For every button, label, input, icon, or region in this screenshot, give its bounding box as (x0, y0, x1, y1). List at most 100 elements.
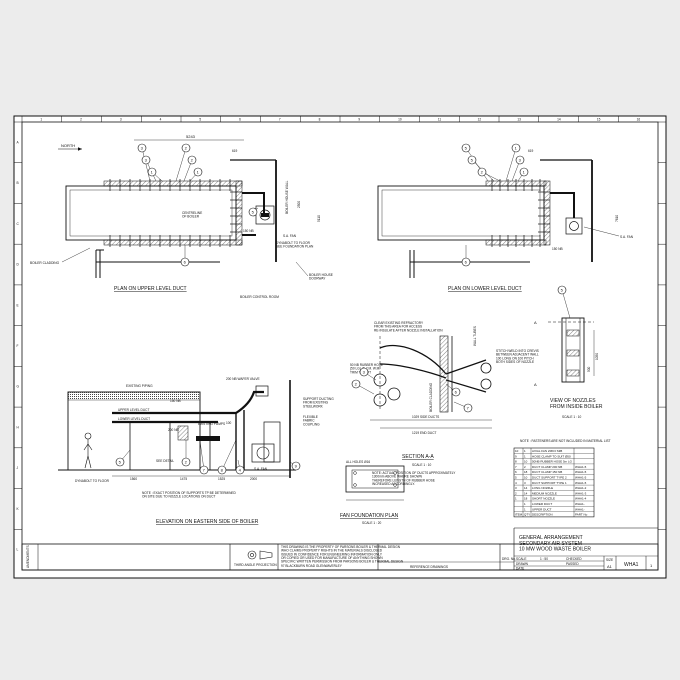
bom-cell: WHA1-2 (575, 486, 587, 490)
section-scale: SCALE 1 : 10 (412, 463, 432, 467)
upper-level-duct-label: UPPER LEVEL DUCT (118, 408, 149, 412)
dim-2500: 2500 (297, 201, 301, 208)
callout-number: 5 (119, 460, 122, 465)
date-label: DATE (516, 567, 524, 571)
grid-ref-left: C (17, 222, 20, 226)
bom-cell: WHA1-4 (575, 497, 587, 501)
bom-cell: HOSE CLAMP TO SUIT Ø50 (532, 454, 571, 458)
grid-ref-top: 5 (199, 118, 201, 122)
callout-number: 3 (145, 158, 148, 163)
bom-cell: 1 (524, 502, 526, 506)
material-note: NOTE : FASTENERS ARE NOT INCLUDED IN MAT… (520, 439, 611, 443)
bom-cell: 5 (515, 476, 517, 480)
grid-ref-top: 6 (239, 118, 241, 122)
grid-ref-top: 2 (80, 118, 82, 122)
callout-number: 7 (467, 406, 470, 411)
bom-cell: LOWER DUCT (532, 502, 552, 506)
dynabolt-label-b: DYNABOLT TO FLOOR (75, 479, 110, 483)
grid-ref-top: 12 (478, 118, 482, 122)
bom-cell: 50NB RUBBER HOSE 5m LG (532, 460, 573, 464)
scale-value: 1 : 50 (540, 557, 548, 561)
grid-ref-left: K (17, 507, 20, 511)
callout-number: 8 (221, 468, 224, 473)
plan-upper-title: PLAN ON UPPER LEVEL DUCT (114, 286, 187, 292)
callout-number: 1 (197, 170, 200, 175)
bom-cell: 1 (524, 454, 526, 458)
callout-number: 4 (239, 468, 242, 473)
grid-ref-left: B (17, 181, 19, 185)
projection-label: THIRD ANGLE PROJECTION (234, 563, 277, 567)
callout-number: 6 (455, 390, 458, 395)
bom-cell: 1 (524, 449, 526, 453)
grid-ref-left: D (17, 263, 20, 267)
sa-fan-label-b: S.A. FAN (620, 235, 634, 239)
bom-cell: 9 (515, 454, 517, 458)
grid-ref-top: 3 (120, 118, 122, 122)
callout-number: 2 (185, 146, 188, 151)
grid-ref-top: 11 (438, 118, 442, 122)
elevation-eastern-side: EXISTING PIPING UPPER LEVEL DUCT LOWER L… (58, 377, 334, 525)
bom-header: DESCRIPTION (532, 513, 553, 517)
elevation-title: ELEVATION ON EASTERN SIDE OF BOILER (156, 519, 259, 525)
grid-ref-top: 16 (637, 118, 641, 122)
dim-1219-end: 1219 END DUCT (412, 431, 436, 435)
callout-number: 2 (355, 382, 358, 387)
ownership-text: THIS DRAWING IS THE PROPERTY OF PARSONS … (281, 545, 404, 564)
bom-cell: 1 (524, 507, 526, 511)
callout-number: 3 (519, 158, 522, 163)
dim-200nb: 200 NB (168, 428, 179, 432)
bom-cell: 10 (524, 476, 528, 480)
bom-cell: DUCT SUPPORT TYPE 2 (532, 476, 567, 480)
callout-number: 2 (185, 460, 188, 465)
dim-619-a: 619 (232, 149, 238, 153)
callout-number: 6 (184, 260, 187, 265)
bom-cell: DUCT CLAMP 150 NB (532, 470, 562, 474)
callout-number: 5 (471, 158, 474, 163)
grid-ref-top: 14 (557, 118, 561, 122)
dim-7610: 7610 (615, 215, 619, 222)
title-block: AMENDMENTS THIRD ANGLE PROJECTION THIS D… (21, 527, 659, 571)
size-label: SIZE (606, 558, 613, 562)
section-note: NOTE: ACTUAL POSITION OF DUCTS APPROXIMA… (372, 471, 456, 486)
dim-150nb-b: 150 NB (552, 247, 563, 251)
bom-cell: 18 (524, 497, 528, 501)
callout-number: 6 (465, 260, 468, 265)
dim-1560: 1560 (130, 477, 137, 481)
grid-ref-top: 1 (40, 118, 42, 122)
bom-cell: 10 (524, 460, 528, 464)
reference-drawings-label: REFERENCE DRAWINGS (410, 565, 448, 569)
dim-619-b: 619 (528, 149, 534, 153)
callout-number: 2 (191, 158, 194, 163)
grid-ref-left: A (17, 140, 20, 144)
bom-cell: WHA1-5 (575, 481, 587, 485)
bom-cell: WHA1-5 (575, 476, 587, 480)
grid-ref-left: L (17, 548, 19, 552)
bom-cell: WHA1-5 (575, 470, 587, 474)
bom-cell: UPPER DUCT (532, 507, 552, 511)
dim-1525: 1525 (218, 477, 225, 481)
bom-cell: 1 (515, 497, 517, 501)
bom-cell: 2 (515, 491, 517, 495)
grid-ref-left: G (17, 385, 20, 389)
fan-foundation-plan: ALL HOLES Ø16 FAN FOUNDATION PLAN SCALE … (340, 460, 405, 525)
dim-1475: 1475 (180, 477, 187, 481)
bom-cell: WHA1-3 (575, 491, 587, 495)
bom-cell: LONG NOZZLE (532, 486, 553, 490)
bom-cell: SHORT NOZZLE (532, 497, 555, 501)
callout-number: 2 (481, 170, 484, 175)
scale-label: SCALE (516, 557, 526, 561)
dim-150nb-elev: 150 NB (170, 399, 181, 403)
address-text: 97 BLACKBURN ROAD GLENWAVERLEY (281, 564, 343, 568)
sa-fan-label-c: S.A. FAN (254, 467, 268, 471)
